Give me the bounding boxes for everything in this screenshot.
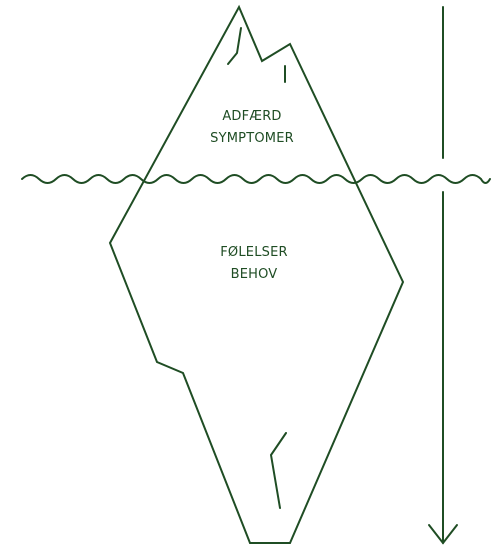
water-line [22, 175, 490, 183]
iceberg-crack-upper-left [228, 28, 241, 64]
down-arrow-icon [429, 7, 457, 543]
label-behov: BEHOV [231, 267, 278, 282]
label-symptomer: SYMPTOMER [210, 131, 294, 146]
label-adfaerd: ADFÆRD [222, 109, 281, 124]
label-folelser: FØLELSER [220, 245, 288, 260]
iceberg-crack-lower [271, 433, 286, 508]
